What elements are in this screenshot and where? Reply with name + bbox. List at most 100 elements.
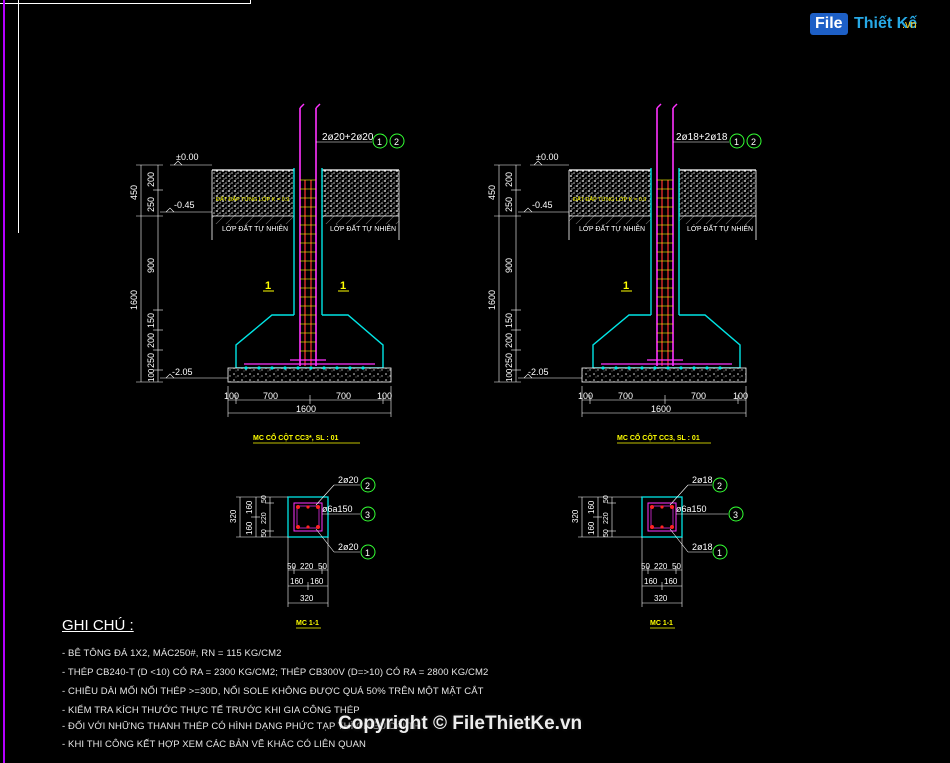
dim-200-lower: 200	[504, 333, 514, 348]
base-dim-4: 100	[733, 391, 748, 401]
callout-1-text: 1	[734, 137, 739, 147]
section-stirrup: ø6a150	[322, 504, 353, 514]
dim-100: 100	[505, 368, 514, 382]
mesh-dot	[257, 366, 261, 370]
section-callout-2: 2	[365, 481, 370, 491]
level-bot: -2.05	[528, 367, 549, 377]
stirrups	[657, 179, 673, 361]
base-dim-1: 100	[224, 391, 239, 401]
viewport-corner-tab	[0, 0, 251, 4]
bottom-mesh-dots	[601, 366, 722, 370]
top-rebar-label: 2ø18+2ø18	[676, 132, 728, 143]
level-top: ±0.00	[176, 152, 198, 162]
mesh-dot	[335, 366, 339, 370]
natural-soil-right	[322, 216, 399, 224]
backfill-note: ĐẤT ĐẮP TỪNG LỚP K = 0.9	[573, 195, 646, 203]
mesh-dot	[270, 366, 274, 370]
note-item: - KIỂM TRA KÍCH THƯỚC THỰC TẾ TRƯỚC KHI …	[62, 705, 360, 716]
crosshair-cursor-line	[18, 0, 19, 233]
dim-200-lower: 200	[146, 333, 156, 348]
left-column-section: 2ø20 2 ø6a150 3 2ø20 1 320 160 160 50 22…	[229, 475, 376, 629]
level-top: ±0.00	[536, 152, 558, 162]
logo-part-1: File	[810, 13, 848, 35]
vdim-160-a: 160	[587, 500, 596, 514]
dim-100: 100	[147, 368, 156, 382]
site-logo: File Thiết Kế .vn	[810, 13, 920, 41]
vdim-50-b: 50	[261, 529, 268, 537]
base-dim-3: 700	[336, 391, 351, 401]
level-mid: -0.45	[174, 200, 195, 210]
section-title: MC 1-1	[650, 620, 673, 627]
copyright-watermark: Copyright © FileThietKe.vn	[338, 713, 583, 734]
section-callout-1: 1	[365, 548, 370, 558]
mesh-dot	[705, 366, 709, 370]
mesh-dot	[322, 366, 326, 370]
hdim-50-a: 50	[641, 562, 650, 571]
backfill-left	[212, 170, 294, 216]
dim-900: 900	[146, 258, 156, 273]
mesh-dot	[666, 366, 670, 370]
left-foundation-detail: 2ø20+2ø20 1 2 ±0.00 -0.45 -2.05 450 200	[129, 103, 405, 444]
dim-250-lower: 250	[504, 353, 514, 368]
hdim-160-b: 160	[310, 577, 324, 586]
vdim-50-b: 50	[603, 529, 610, 537]
base-dim-total: 1600	[296, 404, 316, 414]
stirrup-outline	[293, 502, 323, 532]
note-item: - THÉP CB240-T (D <10) CÓ RA = 2300 KG/C…	[62, 667, 489, 678]
detail-title: MC CỔ CỘT CC3*, SL : 01	[253, 433, 339, 442]
soil-label-left: LỚP ĐẤT TỰ NHIÊN	[579, 223, 645, 233]
level-mid: -0.45	[532, 200, 553, 210]
note-item: - KHI THI CÔNG KẾT HỢP XEM CÁC BẢN VẼ KH…	[62, 739, 366, 750]
top-rebar-label: 2ø20+2ø20	[322, 132, 374, 143]
hdim-160-b: 160	[664, 577, 678, 586]
base-dim-total: 1600	[651, 404, 671, 414]
vdim-220: 220	[261, 512, 268, 524]
dim-150: 150	[146, 313, 156, 328]
section-top-bar: 2ø20	[338, 475, 359, 485]
vdim-160-a: 160	[245, 500, 254, 514]
section-title: MC 1-1	[296, 620, 319, 627]
mesh-dot	[601, 366, 605, 370]
dim-150: 150	[504, 313, 514, 328]
callout-circle-1	[372, 133, 388, 149]
vdim-160-b: 160	[587, 521, 596, 535]
soil-label-right: LỚP ĐẤT TỰ NHIÊN	[330, 223, 396, 233]
hdim-160-a: 160	[290, 577, 304, 586]
hdim-160-a: 160	[644, 577, 658, 586]
vdim-total: 320	[229, 509, 238, 523]
section-bottom-bar: 2ø18	[692, 542, 713, 552]
section-callout-1: 1	[717, 548, 722, 558]
base-dim-4: 100	[377, 391, 392, 401]
mesh-dot	[718, 366, 722, 370]
section-stirrup: ø6a150	[676, 504, 707, 514]
hdim-50-b: 50	[318, 562, 327, 571]
mesh-dot	[679, 366, 683, 370]
hdim-50-b: 50	[672, 562, 681, 571]
vdim-total: 320	[571, 509, 580, 523]
hdim-220: 220	[654, 562, 668, 571]
column-section-outline	[287, 496, 329, 538]
dim-1600-vertical: 1600	[487, 290, 497, 310]
vdim-160-b: 160	[245, 521, 254, 535]
natural-soil-left	[212, 216, 294, 224]
mesh-dot	[283, 366, 287, 370]
dim-250-lower: 250	[146, 353, 156, 368]
note-item: - CHIỀU DÀI MỐI NỐI THÉP >=30D, NỐI SOLE…	[62, 686, 484, 697]
hdim-220: 220	[300, 562, 314, 571]
rebar-dots	[650, 505, 674, 529]
mesh-dot	[692, 366, 696, 370]
base-dim-3: 700	[691, 391, 706, 401]
logo-part-2: Thiết Kế	[854, 15, 918, 32]
mesh-dot	[640, 366, 644, 370]
dim-250-upper: 250	[504, 197, 514, 212]
soil-label-right: LỚP ĐẤT TỰ NHIÊN	[687, 223, 753, 233]
dim-200-upper: 200	[146, 172, 156, 187]
section-mark-a: 1	[623, 280, 629, 292]
level-bot: -2.05	[172, 367, 193, 377]
dim-450: 450	[487, 185, 497, 200]
right-foundation-detail: 2ø18+2ø18 1 2 ±0.00 -0.45 -2.05 450 200 …	[487, 103, 762, 444]
backfill-right	[322, 170, 399, 216]
lean-concrete-pad	[227, 367, 392, 383]
stirrups	[300, 179, 316, 361]
